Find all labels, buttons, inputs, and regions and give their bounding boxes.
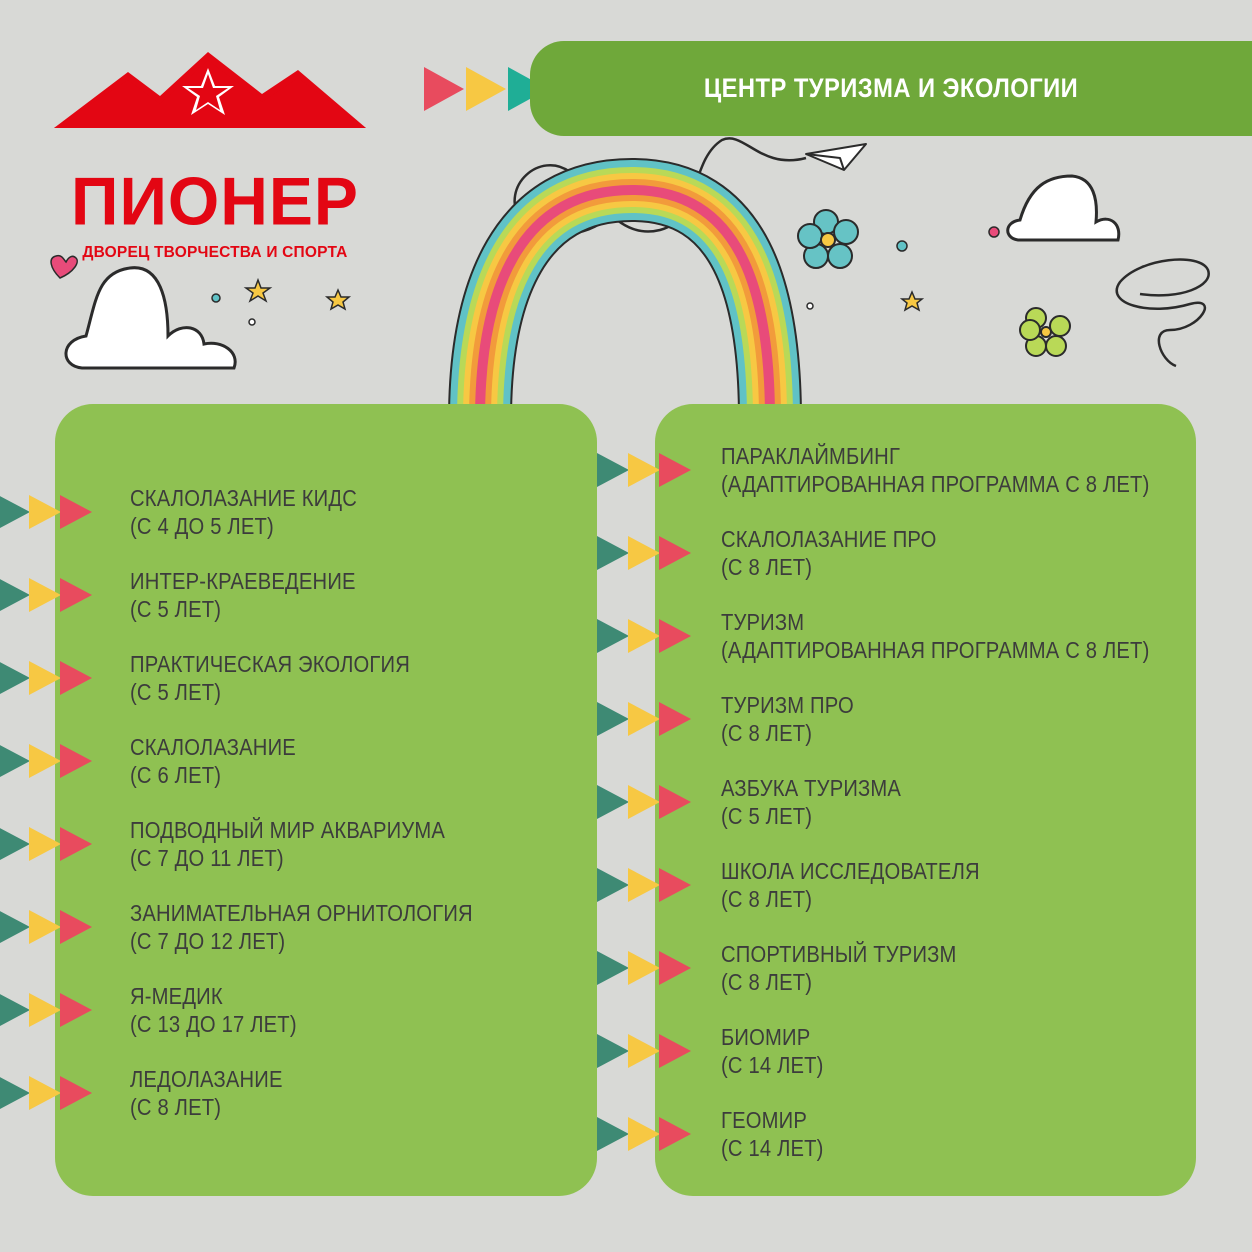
- logo-subtitle: ДВОРЕЦ ТВОРЧЕСТВА И СПОРТА: [82, 244, 348, 261]
- program-item: ТУРИЗМ ПРО(С 8 ЛЕТ): [721, 691, 854, 747]
- program-item: ЗАНИМАТЕЛЬНАЯ ОРНИТОЛОГИЯ(С 7 ДО 12 ЛЕТ): [130, 899, 473, 955]
- program-age: (С 5 ЛЕТ): [130, 679, 222, 705]
- program-age: (С 8 ЛЕТ): [721, 969, 813, 995]
- paper-plane-icon: [805, 143, 867, 171]
- dot-icon: [806, 302, 814, 310]
- program-age: (С 5 ЛЕТ): [130, 596, 222, 622]
- header-banner: [530, 41, 1252, 136]
- cloud-left-icon: [64, 266, 237, 370]
- flower-green-icon: [1019, 307, 1071, 357]
- rainbow-icon: [448, 157, 802, 421]
- program-age: (С 8 ЛЕТ): [721, 886, 813, 912]
- program-item: СПОРТИВНЫЙ ТУРИЗМ(С 8 ЛЕТ): [721, 940, 957, 996]
- program-title: ЛЕДОЛАЗАНИЕ: [130, 1066, 283, 1092]
- program-item: ПАРАКЛАЙМБИНГ(АДАПТИРОВАННАЯ ПРОГРАММА С…: [721, 442, 1149, 498]
- program-title: ТУРИЗМ ПРО: [721, 692, 854, 718]
- program-title: СКАЛОЛАЗАНИЕ КИДС: [130, 485, 357, 511]
- program-item: ИНТЕР-КРАЕВЕДЕНИЕ(С 5 ЛЕТ): [130, 567, 356, 623]
- program-age: (С 8 ЛЕТ): [721, 720, 813, 746]
- arrow-bullet-icon: [597, 785, 691, 819]
- left-program-panel: [55, 404, 597, 1196]
- program-title: Я-МЕДИК: [130, 983, 223, 1009]
- program-title: ПРАКТИЧЕСКАЯ ЭКОЛОГИЯ: [130, 651, 411, 677]
- program-title: ГЕОМИР: [721, 1107, 808, 1133]
- program-age: (С 4 ДО 5 ЛЕТ): [130, 513, 274, 539]
- dot-icon: [896, 240, 908, 252]
- star-icon: [243, 277, 273, 303]
- program-item: СКАЛОЛАЗАНИЕ КИДС(С 4 ДО 5 ЛЕТ): [130, 484, 357, 540]
- program-age: (С 5 ЛЕТ): [721, 803, 813, 829]
- arrow-bullet-icon: [0, 827, 92, 861]
- program-age: (АДАПТИРОВАННАЯ ПРОГРАММА С 8 ЛЕТ): [721, 637, 1150, 663]
- arrow-bullet-icon: [597, 536, 691, 570]
- arrow-bullet-icon: [597, 1117, 691, 1151]
- logo: ПИОНЕР ДВОРЕЦ ТВОРЧЕСТВА И СПОРТА: [48, 40, 378, 261]
- dot-icon: [211, 293, 221, 303]
- heart-icon: [50, 254, 78, 279]
- program-title: СПОРТИВНЫЙ ТУРИЗМ: [721, 941, 957, 967]
- program-item: ПОДВОДНЫЙ МИР АКВАРИУМА(С 7 ДО 11 ЛЕТ): [130, 816, 445, 872]
- right-program-panel: [655, 404, 1196, 1196]
- program-title: ПАРАКЛАЙМБИНГ: [721, 443, 901, 469]
- star-icon: [324, 288, 352, 311]
- program-item: ШКОЛА ИССЛЕДОВАТЕЛЯ(С 8 ЛЕТ): [721, 857, 980, 913]
- program-age: (АДАПТИРОВАННАЯ ПРОГРАММА С 8 ЛЕТ): [721, 471, 1150, 497]
- program-age: (С 7 ДО 12 ЛЕТ): [130, 928, 286, 954]
- mountain-star-icon: [54, 52, 366, 128]
- program-age: (С 8 ЛЕТ): [721, 554, 813, 580]
- program-title: БИОМИР: [721, 1024, 811, 1050]
- dot-icon: [988, 226, 1000, 238]
- program-age: (С 13 ДО 17 ЛЕТ): [130, 1011, 297, 1037]
- program-age: (С 14 ЛЕТ): [721, 1135, 824, 1161]
- program-title: ЗАНИМАТЕЛЬНАЯ ОРНИТОЛОГИЯ: [130, 900, 473, 926]
- arrow-bullet-icon: [597, 1034, 691, 1068]
- program-title: ШКОЛА ИССЛЕДОВАТЕЛЯ: [721, 858, 980, 884]
- program-item: СКАЛОЛАЗАНИЕ(С 6 ЛЕТ): [130, 733, 296, 789]
- arrow-bullet-icon: [597, 868, 691, 902]
- program-age: (С 8 ЛЕТ): [130, 1094, 222, 1120]
- program-age: (С 7 ДО 11 ЛЕТ): [130, 845, 284, 871]
- arrow-bullet-icon: [597, 951, 691, 985]
- program-item: БИОМИР(С 14 ЛЕТ): [721, 1023, 824, 1079]
- page-title: ЦЕНТР ТУРИЗМА И ЭКОЛОГИИ: [703, 73, 1079, 103]
- arrow-bullet-icon: [597, 453, 691, 487]
- arrow-bullet-icon: [0, 578, 92, 612]
- arrow-bullet-icon: [0, 744, 92, 778]
- arrow-bullet-icon: [0, 495, 92, 529]
- program-title: ИНТЕР-КРАЕВЕДЕНИЕ: [130, 568, 356, 594]
- program-title: СКАЛОЛАЗАНИЕ: [130, 734, 296, 760]
- arrow-bullet-icon: [597, 702, 691, 736]
- arrow-bullet-icon: [0, 661, 92, 695]
- star-icon: [899, 290, 925, 312]
- program-title: СКАЛОЛАЗАНИЕ ПРО: [721, 526, 937, 552]
- program-title: ПОДВОДНЫЙ МИР АКВАРИУМА: [130, 817, 446, 843]
- program-item: ТУРИЗМ(АДАПТИРОВАННАЯ ПРОГРАММА С 8 ЛЕТ): [721, 608, 1149, 664]
- program-title: АЗБУКА ТУРИЗМА: [721, 775, 902, 801]
- header-arrows-icon: [424, 67, 548, 111]
- program-item: ЛЕДОЛАЗАНИЕ(С 8 ЛЕТ): [130, 1065, 283, 1121]
- dot-icon: [248, 318, 256, 326]
- program-item: Я-МЕДИК(С 13 ДО 17 ЛЕТ): [130, 982, 297, 1038]
- program-title: ТУРИЗМ: [721, 609, 805, 635]
- program-item: СКАЛОЛАЗАНИЕ ПРО(С 8 ЛЕТ): [721, 525, 937, 581]
- program-age: (С 14 ЛЕТ): [721, 1052, 824, 1078]
- arrow-bullet-icon: [0, 1076, 92, 1110]
- program-item: ГЕОМИР(С 14 ЛЕТ): [721, 1106, 824, 1162]
- program-item: ПРАКТИЧЕСКАЯ ЭКОЛОГИЯ(С 5 ЛЕТ): [130, 650, 410, 706]
- program-age: (С 6 ЛЕТ): [130, 762, 222, 788]
- program-item: АЗБУКА ТУРИЗМА(С 5 ЛЕТ): [721, 774, 901, 830]
- cloud-right-icon: [1006, 174, 1121, 242]
- arrow-bullet-icon: [0, 910, 92, 944]
- arrow-bullet-icon: [597, 619, 691, 653]
- arrow-bullet-icon: [0, 993, 92, 1027]
- logo-title: ПИОНЕР: [71, 163, 359, 239]
- flower-blue-icon: [797, 209, 859, 269]
- spiral-icon: [1115, 258, 1210, 368]
